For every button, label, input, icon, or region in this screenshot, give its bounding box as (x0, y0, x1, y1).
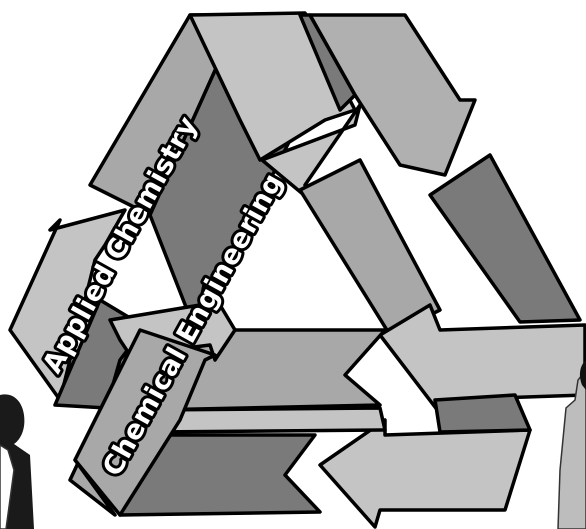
person-silhouette-left (0, 394, 34, 529)
